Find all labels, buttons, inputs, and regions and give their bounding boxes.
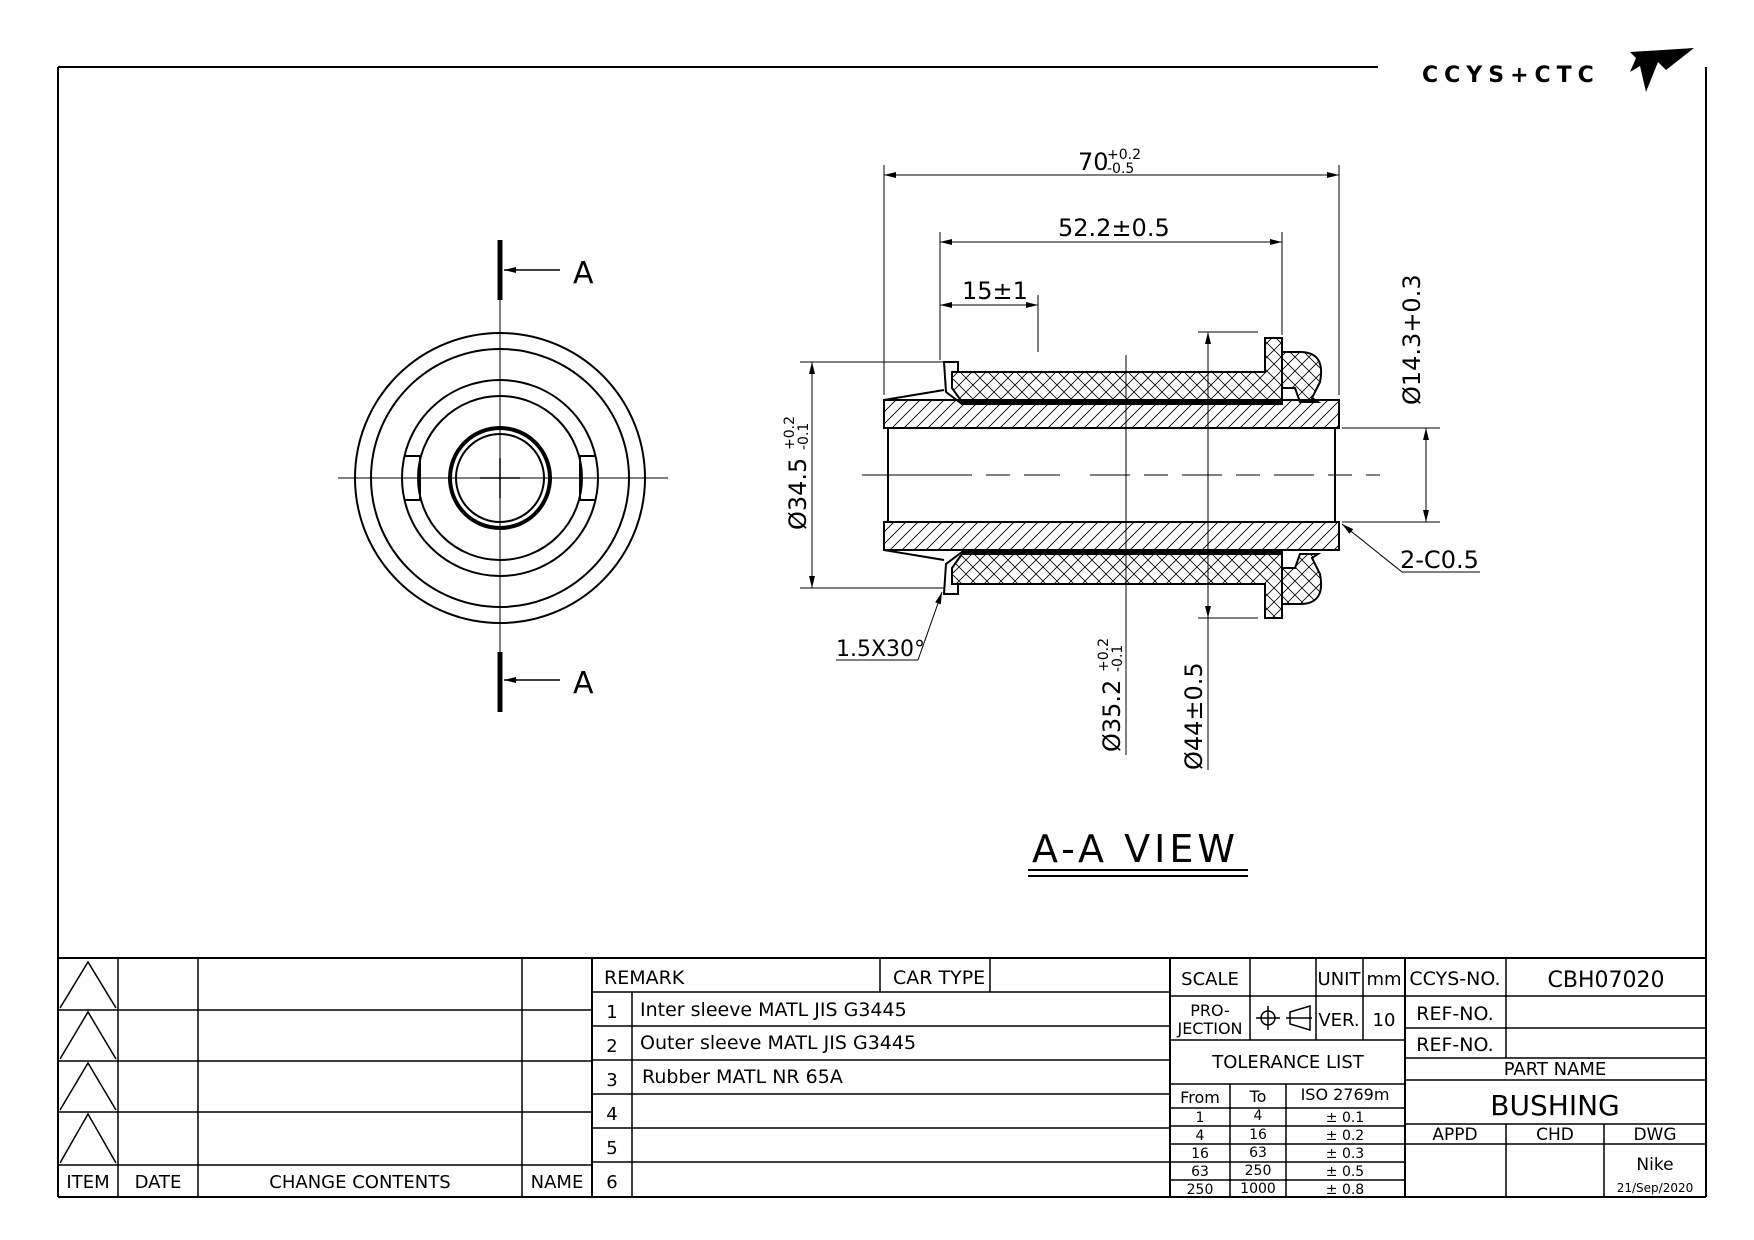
flange-dia-value: Ø44±0.5 xyxy=(1180,662,1208,770)
unit-value: mm xyxy=(1366,969,1401,990)
section-marker-bottom: A xyxy=(497,652,594,712)
drawing-frame xyxy=(57,66,1707,1198)
scale-label: SCALE xyxy=(1181,969,1239,990)
remark-row-3-text: Rubber MATL NR 65A xyxy=(642,1066,843,1088)
section-marker-top: A xyxy=(497,240,594,300)
tol-row-2-value: ± 0.2 xyxy=(1326,1128,1364,1144)
view-title: A-A VIEW xyxy=(1028,827,1248,877)
remark-row-6-no: 6 xyxy=(606,1172,617,1193)
dimension-outer-dia: Ø34.5 +0.2 -0.1 xyxy=(782,361,944,589)
revision-table: ITEM DATE CHANGE CONTENTS NAME xyxy=(66,1172,583,1193)
inner-sleeve-bottom xyxy=(883,521,1340,551)
outer-sleeve-bottom xyxy=(942,551,1283,619)
tol-row-3-value: ± 0.3 xyxy=(1326,1146,1364,1162)
tolerance-table: TOLERANCE LIST From To ISO 2769m 1 4 ± 0… xyxy=(1180,1052,1389,1198)
sleeve-dia-tol-upper: +0.2 xyxy=(1096,638,1112,672)
dwg-name: Nike xyxy=(1636,1155,1673,1175)
outer-dia-tol-upper: +0.2 xyxy=(782,416,798,450)
remark-row-5-no: 5 xyxy=(606,1138,617,1159)
ver-label: VER. xyxy=(1318,1010,1359,1031)
step-length-value: 15±1 xyxy=(962,277,1028,305)
section-label-top: A xyxy=(573,256,594,291)
tol-row-1-value: ± 0.1 xyxy=(1326,1110,1364,1126)
tol-row-3-to: 63 xyxy=(1249,1145,1267,1161)
tol-row-5-value: ± 0.8 xyxy=(1326,1182,1364,1198)
company-name: CCYS+CTC xyxy=(1422,63,1600,88)
ccys-no-label: CCYS-NO. xyxy=(1409,968,1500,990)
front-view xyxy=(338,300,668,652)
company-logo: CCYS+CTC xyxy=(1422,48,1694,92)
inner-sleeve-top xyxy=(883,399,1340,429)
section-view xyxy=(862,337,1380,619)
remark-header: REMARK xyxy=(604,967,685,989)
tol-row-2-from: 4 xyxy=(1196,1128,1205,1144)
dimension-chamfer-ends: 2-C0.5 xyxy=(1341,523,1480,574)
ref-no-label-1: REF-NO. xyxy=(1416,1003,1493,1025)
remark-row-3-no: 3 xyxy=(606,1070,617,1091)
dimension-sleeve-length: 52.2±0.5 xyxy=(939,214,1283,360)
rev-header-date: DATE xyxy=(135,1172,182,1193)
first-angle-projection-icon xyxy=(1256,1004,1312,1032)
chamfer-edge-value: 1.5X30° xyxy=(836,637,925,662)
section-label-bottom: A xyxy=(573,666,594,701)
tol-row-4-value: ± 0.5 xyxy=(1326,1164,1364,1180)
part-name-label: PART NAME xyxy=(1504,1059,1607,1080)
tol-header-to: To xyxy=(1249,1087,1267,1106)
dimension-flange-dia: Ø44±0.5 xyxy=(1180,331,1258,770)
outer-dia-tol-lower: -0.1 xyxy=(796,423,812,450)
bottom-tables-grid xyxy=(58,957,1706,1197)
remark-row-1-text: Inter sleeve MATL JIS G3445 xyxy=(640,999,907,1021)
remark-row-2-no: 2 xyxy=(606,1036,617,1057)
title-block: CCYS-NO. CBH07020 REF-NO. REF-NO. PART N… xyxy=(1409,968,1693,1195)
tol-row-2-to: 16 xyxy=(1249,1127,1267,1143)
remark-row-4-no: 4 xyxy=(606,1104,617,1125)
logo-mark-icon xyxy=(1630,48,1694,92)
tol-row-4-to: 250 xyxy=(1245,1163,1272,1179)
dimension-overall-length: 70 +0.2 -0.5 xyxy=(883,147,1340,395)
rev-header-item: ITEM xyxy=(66,1172,109,1193)
tolerance-title: TOLERANCE LIST xyxy=(1211,1052,1365,1073)
dimension-bore-dia: Ø14.3+0.3 xyxy=(1342,274,1440,523)
tol-row-1-to: 4 xyxy=(1254,1108,1263,1124)
tol-header-from: From xyxy=(1180,1088,1220,1107)
overall-length-value: 70 xyxy=(1078,148,1109,176)
dimension-sleeve-dia: Ø35.2 +0.2 -0.1 xyxy=(1096,355,1127,755)
overall-length-tol-lower: -0.5 xyxy=(1107,161,1134,177)
outer-dia-value: Ø34.5 xyxy=(784,458,812,530)
sleeve-dia-tol-lower: -0.1 xyxy=(1110,645,1126,672)
sleeve-length-value: 52.2±0.5 xyxy=(1058,214,1170,242)
remark-row-1-no: 1 xyxy=(606,1002,617,1023)
tol-header-iso: ISO 2769m xyxy=(1301,1085,1390,1104)
remark-row-2-text: Outer sleeve MATL JIS G3445 xyxy=(640,1032,916,1054)
rev-header-name: NAME xyxy=(531,1172,584,1193)
tol-row-3-from: 16 xyxy=(1191,1146,1209,1162)
sleeve-dia-value: Ø35.2 xyxy=(1098,680,1126,752)
projection-label-2: JECTION xyxy=(1176,1019,1242,1038)
ref-no-label-2: REF-NO. xyxy=(1416,1034,1493,1056)
dimension-step-length: 15±1 xyxy=(940,277,1039,352)
tol-row-5-from: 250 xyxy=(1187,1182,1214,1198)
chd-label: CHD xyxy=(1536,1125,1574,1145)
unit-label: UNIT xyxy=(1318,969,1362,990)
dwg-date: 21/Sep/2020 xyxy=(1617,1181,1694,1195)
part-name-value: BUSHING xyxy=(1490,1089,1619,1122)
tol-row-1-from: 1 xyxy=(1196,1110,1205,1126)
dwg-label: DWG xyxy=(1633,1125,1676,1145)
ver-value: 10 xyxy=(1373,1010,1396,1031)
ccys-no-value: CBH07020 xyxy=(1548,968,1665,993)
remark-table: REMARK CAR TYPE 1 Inter sleeve MATL JIS … xyxy=(604,967,985,1193)
appd-label: APPD xyxy=(1432,1125,1477,1145)
rev-header-contents: CHANGE CONTENTS xyxy=(269,1172,450,1193)
dimension-chamfer-edge: 1.5X30° xyxy=(836,591,943,662)
scale-block: SCALE UNIT mm PRO- JECTION VER. 10 xyxy=(1176,969,1401,1038)
tol-row-4-from: 63 xyxy=(1191,1164,1209,1180)
bore-dia-value: Ø14.3+0.3 xyxy=(1398,274,1426,405)
tol-row-5-to: 1000 xyxy=(1240,1181,1276,1197)
car-type-label: CAR TYPE xyxy=(893,967,985,989)
projection-label-1: PRO- xyxy=(1190,1001,1230,1020)
view-title-text: A-A VIEW xyxy=(1032,827,1239,871)
overall-length-tol-upper: +0.2 xyxy=(1107,147,1141,163)
chamfer-ends-value: 2-C0.5 xyxy=(1400,546,1479,574)
